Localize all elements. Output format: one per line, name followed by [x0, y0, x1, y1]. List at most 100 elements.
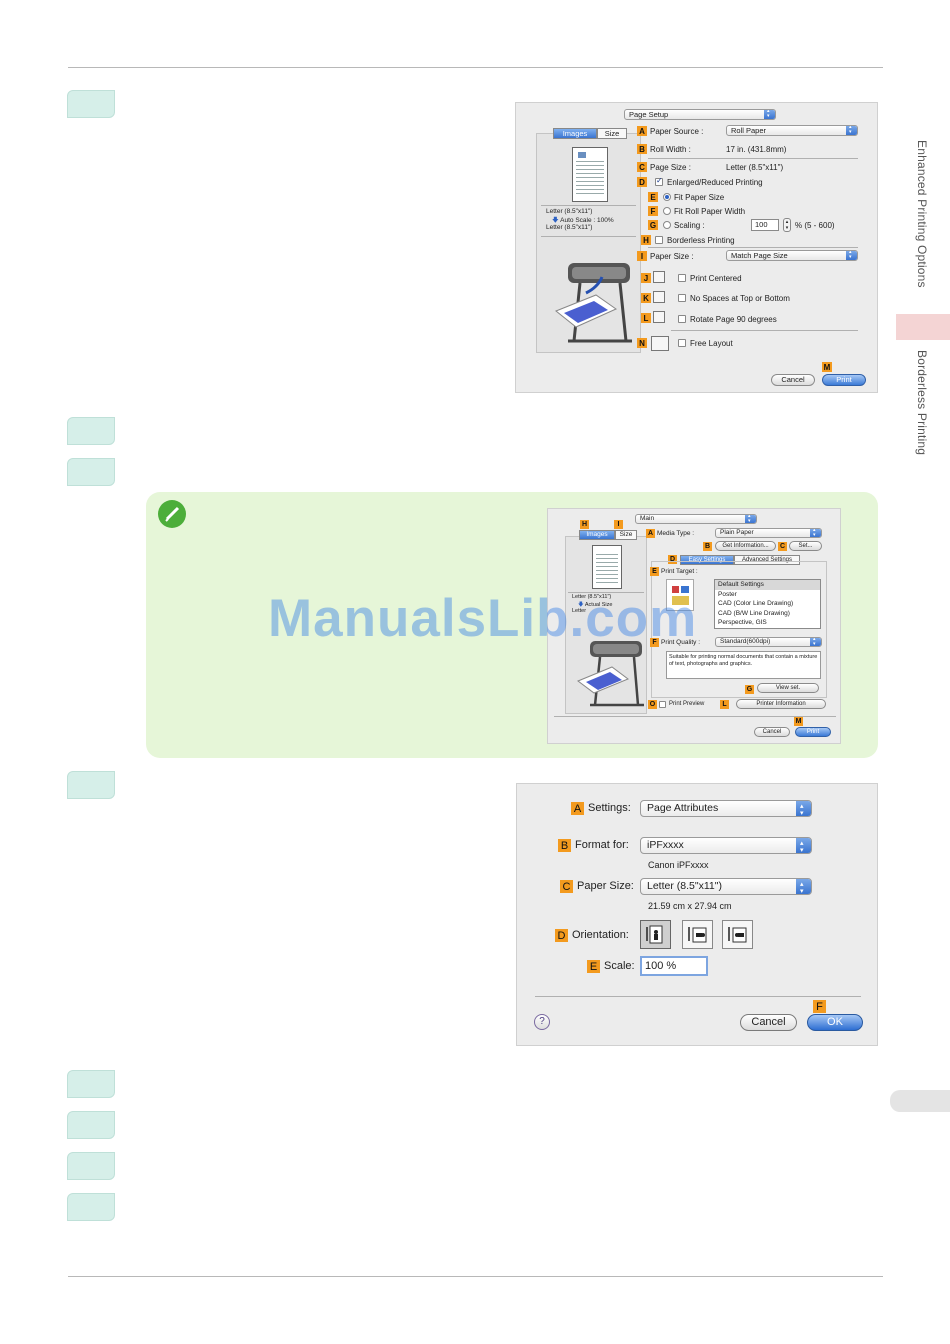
step-box [67, 90, 115, 118]
section-title-side: Enhanced Printing Options [915, 140, 929, 288]
callout-o: O [648, 700, 657, 709]
printer-information-button[interactable]: Printer Information [736, 699, 826, 709]
enlarged-reduced-label: Enlarged/Reduced Printing [667, 178, 763, 187]
callout-a: A [571, 802, 584, 815]
fit-paper-size-radio[interactable] [663, 193, 671, 201]
page-size-value: Letter (8.5"x11") [726, 163, 784, 172]
print-quality-label: Print Quality : [661, 639, 701, 646]
cancel-button[interactable]: Cancel [754, 727, 790, 737]
media-type-label: Media Type : [657, 530, 695, 537]
list-item[interactable]: Perspective, GIS [718, 619, 767, 626]
callout-f: F [650, 638, 659, 647]
callout-i: I [637, 251, 647, 261]
rotate-90-checkbox[interactable] [678, 315, 686, 323]
preview-scale: 🡇 Auto Scale : 100% [552, 217, 614, 224]
paper-size-select[interactable]: Letter (8.5"x11") [640, 877, 812, 899]
orientation-landscape-right-button[interactable] [722, 920, 753, 949]
step-box [67, 458, 115, 486]
tab-size[interactable]: Size [597, 128, 627, 139]
settings-label: Settings: [588, 802, 631, 814]
dialog-panel-select[interactable]: Page Setup [624, 109, 776, 120]
print-centered-label: Print Centered [690, 274, 742, 283]
main-dialog: Main H I Images Size Letter (8.5"x11") 🡇… [547, 508, 841, 744]
view-set-button[interactable]: View set. [757, 683, 819, 693]
print-centered-checkbox[interactable] [678, 274, 686, 282]
orientation-portrait-button[interactable] [640, 920, 671, 949]
page-preview-sheet [572, 147, 608, 202]
no-spaces-icon [653, 291, 665, 303]
enlarged-reduced-checkbox[interactable] [655, 176, 663, 186]
list-item[interactable]: CAD (Color Line Drawing) [718, 600, 794, 607]
callout-c: C [560, 880, 573, 893]
print-button[interactable]: Print [822, 374, 866, 386]
page-attributes-dialog: A Settings: Page Attributes B Format for… [516, 783, 878, 1046]
callout-e: E [648, 192, 658, 202]
help-button[interactable]: ? [534, 1014, 550, 1030]
callout-e: E [650, 567, 659, 576]
format-for-select[interactable]: iPFxxxx [640, 836, 812, 858]
print-target-list[interactable]: Default Settings Poster CAD (Color Line … [714, 579, 821, 629]
scaling-stepper[interactable]: ▴▾ [783, 218, 791, 232]
callout-d: D [637, 177, 647, 187]
no-spaces-label: No Spaces at Top or Bottom [690, 294, 790, 303]
print-preview-checkbox[interactable] [659, 701, 666, 708]
no-spaces-checkbox[interactable] [678, 294, 686, 302]
callout-j: J [641, 273, 651, 283]
callout-c: C [637, 162, 647, 172]
media-type-select[interactable]: Plain Paper [715, 528, 822, 538]
header-rule [68, 67, 883, 68]
scaling-radio[interactable] [663, 221, 671, 229]
print-target-thumbnail [666, 579, 694, 611]
watermark: ManualsLib.com [268, 589, 698, 648]
get-information-button[interactable]: Get Information... [715, 541, 776, 551]
section-tab-marker [896, 314, 950, 340]
page-size-label: Page Size : [650, 163, 691, 172]
tab-advanced-settings[interactable]: Advanced Settings [734, 555, 800, 565]
scaling-input[interactable]: 100 [751, 219, 779, 231]
settings-select[interactable]: Page Attributes [640, 799, 812, 821]
paper-size-select[interactable]: Match Page Size [726, 250, 858, 261]
list-item[interactable]: CAD (B/W Line Drawing) [718, 609, 790, 617]
orientation-landscape-left-button[interactable] [682, 920, 713, 949]
tab-size[interactable]: Size [615, 530, 637, 540]
set-button[interactable]: Set... [789, 541, 822, 551]
callout-b: B [558, 839, 571, 852]
print-quality-select[interactable]: Standard(600dpi) [715, 637, 822, 647]
callout-h: H [641, 235, 651, 245]
scale-input[interactable]: 100 % [640, 956, 708, 976]
chapter-tab [890, 1090, 950, 1112]
landscape-right-icon [728, 927, 747, 943]
callout-f: F [648, 206, 658, 216]
preview-size-out: Letter [572, 608, 587, 614]
tab-easy-settings[interactable]: Easy Settings [680, 555, 734, 565]
dialog-panel-select[interactable]: Main [635, 514, 757, 524]
paper-source-select[interactable]: Roll Paper [726, 125, 858, 136]
print-centered-icon [653, 271, 665, 283]
callout-m: M [822, 362, 832, 372]
callout-b: B [703, 542, 712, 551]
cancel-button[interactable]: Cancel [740, 1014, 797, 1031]
tab-images[interactable]: Images [579, 530, 615, 540]
settings-group [651, 561, 827, 698]
printer-illustration [576, 641, 644, 707]
list-item[interactable]: Poster [718, 590, 737, 598]
note-pencil-icon [158, 500, 186, 528]
fit-roll-width-radio[interactable] [663, 207, 671, 215]
portrait-icon [646, 925, 663, 944]
preview-size-out: Letter (8.5"x11") [546, 224, 593, 231]
callout-f: F [813, 1000, 826, 1013]
ok-button[interactable]: OK [807, 1014, 863, 1031]
preview-scale: 🡇 Actual Size [578, 602, 613, 608]
print-button[interactable]: Print [795, 727, 831, 737]
callout-g: G [745, 685, 754, 694]
list-item[interactable]: Default Settings [715, 580, 820, 590]
page-preview-sheet [592, 545, 622, 589]
cancel-button[interactable]: Cancel [771, 374, 815, 386]
callout-h: H [580, 520, 589, 529]
scaling-label: Scaling : [674, 221, 705, 230]
tab-images[interactable]: Images [553, 128, 597, 139]
borderless-checkbox[interactable] [655, 236, 663, 244]
free-layout-checkbox[interactable] [678, 339, 686, 347]
callout-a: A [646, 529, 655, 538]
roll-width-label: Roll Width : [650, 145, 691, 154]
